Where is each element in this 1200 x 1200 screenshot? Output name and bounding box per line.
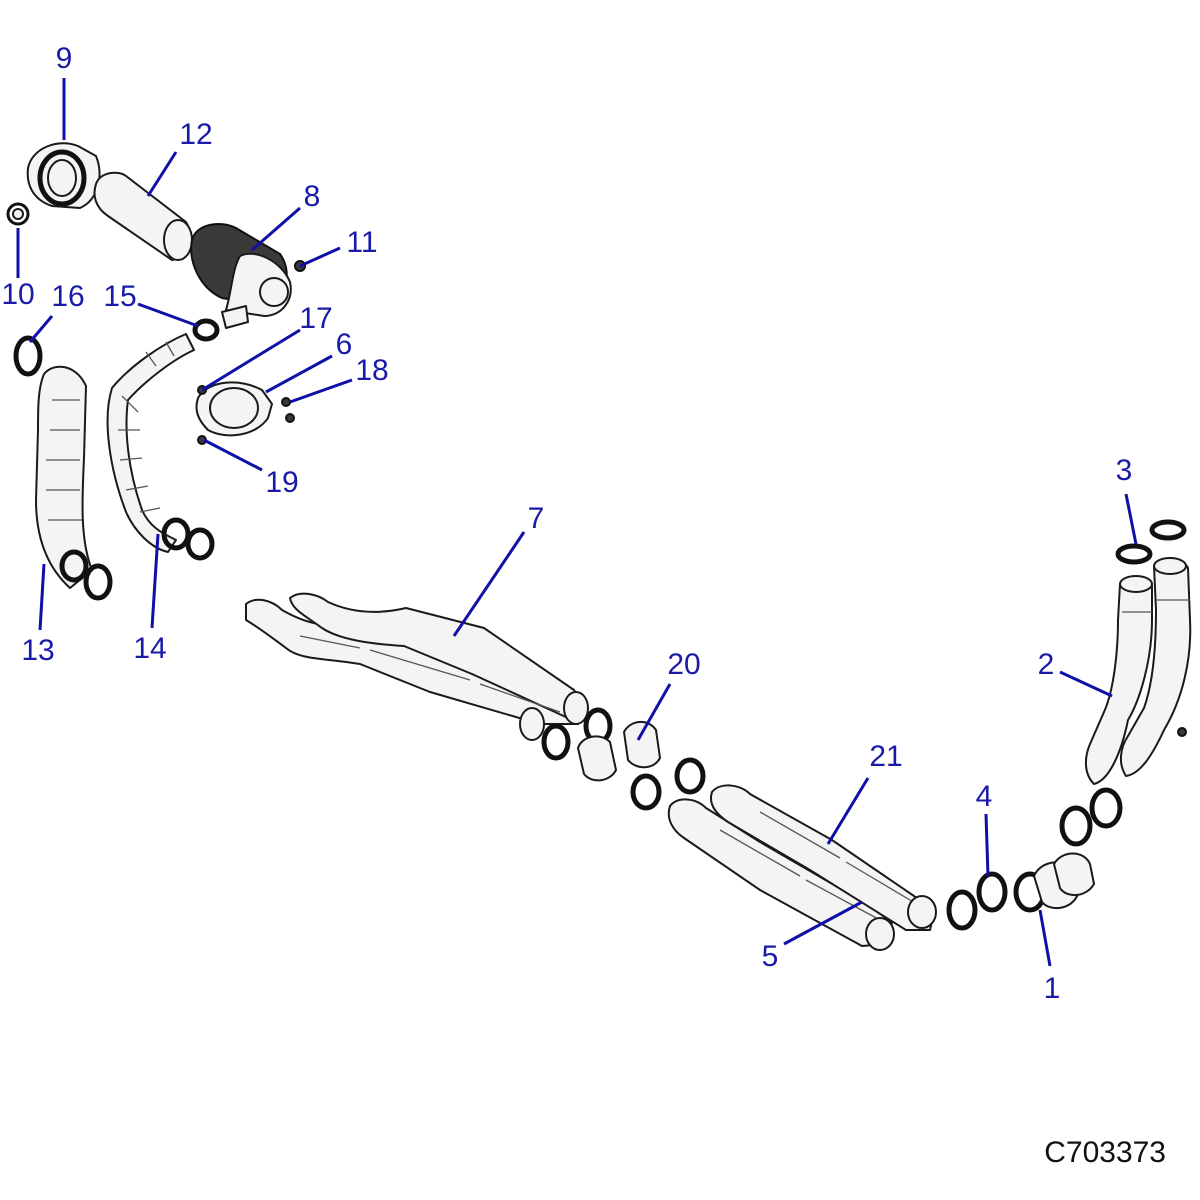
part-16-clamp <box>13 335 43 377</box>
callout-17: 17 <box>299 302 332 335</box>
part-2-y-pipe <box>1084 557 1192 785</box>
callout-3: 3 <box>1116 454 1133 487</box>
part-15-clamp <box>192 318 220 342</box>
callout-4: 4 <box>976 780 993 813</box>
callout-14: 14 <box>133 632 166 665</box>
callout-9: 9 <box>56 42 73 75</box>
callout-13: 13 <box>21 634 54 667</box>
callout-16: 16 <box>51 280 84 313</box>
part-12-air-filter <box>93 171 193 261</box>
part-6-bracket <box>195 381 273 437</box>
callout-8: 8 <box>304 180 321 213</box>
drawing-number: C703373 <box>1044 1136 1166 1169</box>
callout-21: 21 <box>869 740 902 773</box>
callout-11: 11 <box>346 226 377 259</box>
part-8-airbox-housing <box>190 223 292 329</box>
part-20-couplers <box>541 707 706 811</box>
callout-5: 5 <box>762 940 779 973</box>
callout-10: 10 <box>1 278 34 311</box>
part-14-intake-duct <box>106 333 215 561</box>
callout-20: 20 <box>667 648 700 681</box>
part-1-coupler <box>1013 852 1095 913</box>
part-10-small-clamp <box>6 202 30 226</box>
callout-7: 7 <box>528 502 545 535</box>
part-2-lower-clamps <box>1059 787 1123 847</box>
part-3-clamps <box>1115 519 1187 565</box>
part-4-clamps <box>946 871 1008 931</box>
callout-1: 1 <box>1044 972 1061 1005</box>
callout-6: 6 <box>336 328 353 361</box>
part-21-intake-tube <box>667 784 937 951</box>
part-9-airbox-cover <box>26 142 101 209</box>
part-13-intake-duct <box>35 365 113 601</box>
callout-15: 15 <box>103 280 136 313</box>
callout-labels: 9 10 12 8 11 16 15 17 6 18 19 13 14 7 20… <box>1 42 1132 1005</box>
callout-2: 2 <box>1038 648 1055 681</box>
part-7-intake-tube <box>245 592 589 741</box>
callout-18: 18 <box>355 354 388 387</box>
callout-19: 19 <box>265 466 298 499</box>
leader-lines <box>16 78 1138 967</box>
callout-12: 12 <box>179 118 212 151</box>
